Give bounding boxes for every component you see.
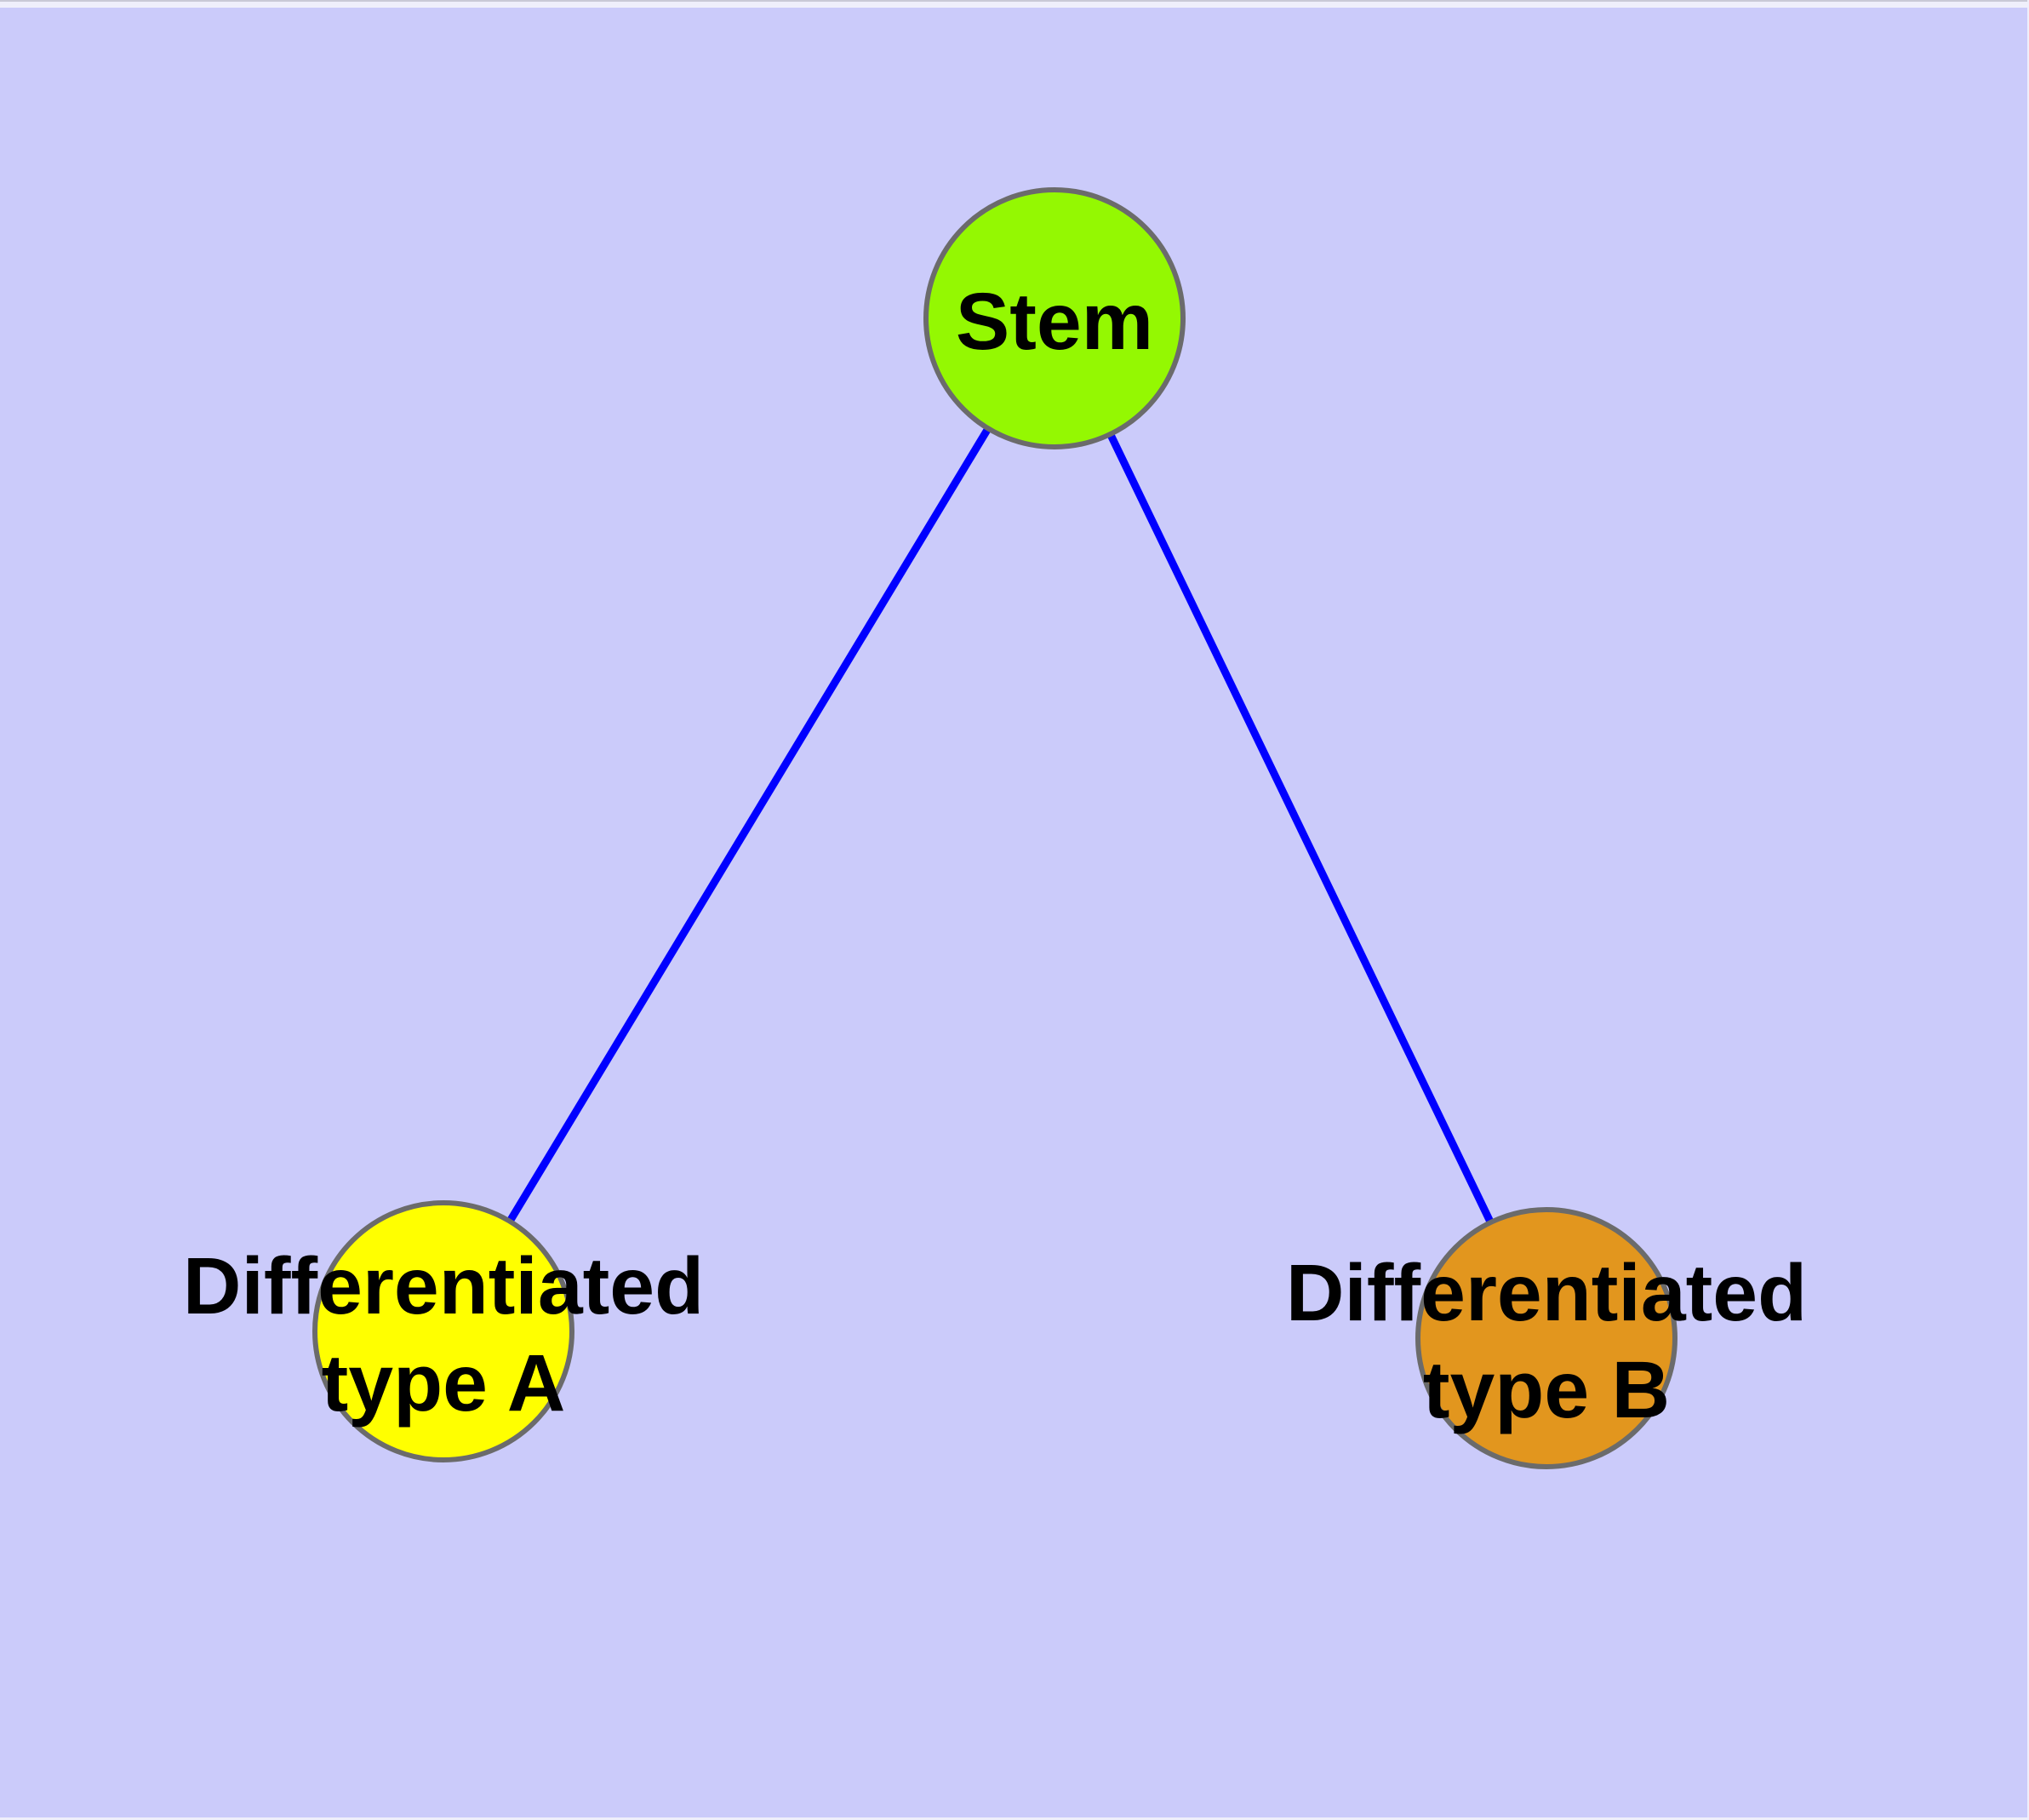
node-label-line: Differentiated [183,1241,704,1331]
bottom-edge-trim [0,1817,2029,1820]
node-circle-stem [923,187,1186,449]
node-stem: Stem [923,187,1186,449]
node-label-line: type B [1423,1345,1670,1435]
edges-layer [506,426,1495,1224]
right-edge-trim [2027,0,2029,1820]
edge-stem-type-b [1106,432,1495,1224]
node-label-line: Differentiated [1286,1248,1807,1338]
node-circle-type-b [1415,1207,1677,1469]
top-edge-trim [0,0,2029,8]
node-label-stem: Stem [956,277,1153,367]
edge-stem-type-a [506,426,992,1224]
node-label-line: Stem [956,277,1153,367]
node-circle-type-a [312,1200,574,1462]
node-label-line: type A [322,1338,566,1428]
